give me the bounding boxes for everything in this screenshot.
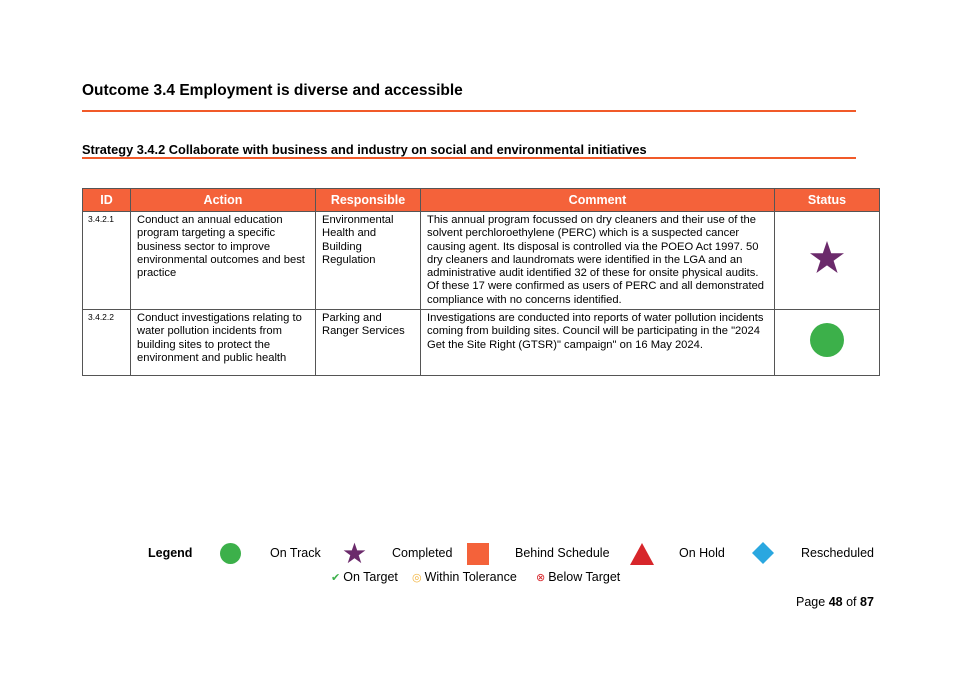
row-status xyxy=(774,309,880,377)
check-circle-icon: ✔︎ xyxy=(331,572,341,584)
outcome-title: Outcome 3.4 Employment is diverse and ac… xyxy=(82,82,463,99)
strategy-title: Strategy 3.4.2 Collaborate with business… xyxy=(82,142,647,157)
page-current: 48 xyxy=(828,595,843,609)
circle-icon xyxy=(810,323,844,358)
rating-label: Below Target xyxy=(548,570,621,584)
table-header-row: ID Action Responsible Comment Status xyxy=(82,188,880,212)
legend-label-behind-schedule: Behind Schedule xyxy=(515,546,610,560)
outcome-divider xyxy=(82,110,856,112)
legend: Legend On Track Completed Behind Schedul… xyxy=(0,540,955,570)
rating-on-target: ✔︎On Target xyxy=(331,570,398,584)
row-action: Conduct an annual education program targ… xyxy=(130,210,316,311)
row-status xyxy=(774,210,880,311)
header-comment: Comment xyxy=(420,188,775,212)
row-responsible: Parking and Ranger Services xyxy=(315,309,421,377)
table-row: 3.4.2.2 Conduct investigations relating … xyxy=(82,309,880,377)
square-icon xyxy=(467,543,489,565)
legend-label-rescheduled: Rescheduled xyxy=(801,546,874,560)
rating-label: On Target xyxy=(343,570,398,584)
x-circle-icon: ⊗ xyxy=(536,572,546,584)
page-total: 87 xyxy=(860,595,874,609)
row-id: 3.4.2.2 xyxy=(82,309,131,377)
diamond-icon xyxy=(752,542,774,564)
legend-title: Legend xyxy=(148,546,193,560)
rating-below-target: ⊗Below Target xyxy=(536,570,620,584)
legend-label-completed: Completed xyxy=(392,546,453,560)
rating-within-tolerance: ◎Within Tolerance xyxy=(412,570,517,584)
rating-label: Within Tolerance xyxy=(424,570,517,584)
row-responsible: Environmental Health and Building Regula… xyxy=(315,210,421,311)
header-status: Status xyxy=(774,188,880,212)
row-comment: This annual program focussed on dry clea… xyxy=(420,210,775,311)
page-number: Page 48 of 87 xyxy=(796,595,874,609)
table-row: 3.4.2.1 Conduct an annual education prog… xyxy=(82,210,880,311)
triangle-icon xyxy=(630,543,654,565)
page-of: of xyxy=(846,595,857,609)
header-id: ID xyxy=(82,188,131,212)
actions-table: ID Action Responsible Comment Status 3.4… xyxy=(82,188,880,377)
header-responsible: Responsible xyxy=(315,188,421,212)
circle-icon xyxy=(220,543,241,564)
row-id: 3.4.2.1 xyxy=(82,210,131,311)
strategy-divider xyxy=(82,157,856,159)
row-comment: Investigations are conducted into report… xyxy=(420,309,775,377)
header-action: Action xyxy=(130,188,316,212)
ring-circle-icon: ◎ xyxy=(412,572,422,584)
row-action: Conduct investigations relating to water… xyxy=(130,309,316,377)
legend-label-on-track: On Track xyxy=(270,546,321,560)
legend-label-on-hold: On Hold xyxy=(679,546,725,560)
star-icon xyxy=(810,241,844,274)
legend-ratings: ✔︎On Target ◎Within Tolerance ⊗Below Tar… xyxy=(0,570,955,588)
page-prefix: Page xyxy=(796,595,826,609)
star-icon xyxy=(343,542,366,564)
